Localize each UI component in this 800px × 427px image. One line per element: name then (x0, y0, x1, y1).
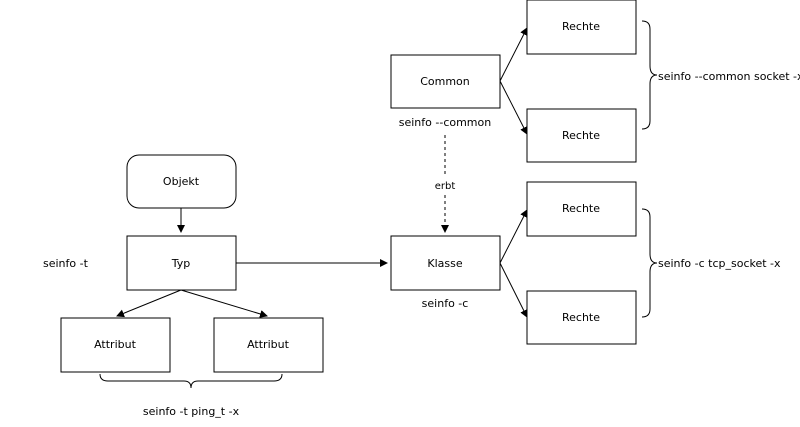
brace-attributes (99, 373, 283, 389)
node-rechte-common-top-label: Rechte (562, 20, 600, 33)
node-rechte-klasse-bottom-label: Rechte (562, 311, 600, 324)
node-attribut-left-label: Attribut (94, 338, 136, 351)
label-seinfo-t: seinfo -t (43, 257, 89, 270)
label-seinfo-common-socket: seinfo --common socket -x (658, 70, 800, 83)
node-rechte-common-bottom-label: Rechte (562, 129, 600, 142)
node-rechte-klasse-top: Rechte (526, 181, 637, 237)
node-common-label: Common (420, 75, 470, 88)
edge-typ-attribut-left (116, 289, 182, 318)
edge-common-rechte-bottom (499, 80, 528, 135)
node-attribut-left: Attribut (60, 317, 171, 373)
node-attribut-right-label: Attribut (247, 338, 289, 351)
label-seinfo-common: seinfo --common (399, 116, 492, 129)
node-objekt: Objekt (126, 154, 237, 209)
node-rechte-common-bottom: Rechte (526, 108, 637, 163)
node-klasse-label: Klasse (427, 257, 462, 270)
brace-common-rechte (641, 20, 658, 130)
node-typ-label: Typ (171, 257, 191, 270)
node-attribut-right: Attribut (213, 317, 324, 373)
node-rechte-common-top: Rechte (526, 0, 637, 55)
label-seinfo-c: seinfo -c (422, 297, 469, 310)
node-typ: Typ (126, 235, 237, 291)
node-rechte-klasse-top-label: Rechte (562, 202, 600, 215)
label-seinfo-c-tcp: seinfo -c tcp_socket -x (658, 257, 781, 270)
node-klasse: Klasse (390, 235, 501, 291)
node-objekt-label: Objekt (163, 175, 200, 188)
edge-common-rechte-top (499, 27, 528, 82)
edges (116, 27, 528, 318)
label-erbt-background (428, 177, 462, 193)
edge-typ-attribut-right (180, 289, 268, 318)
edge-klasse-rechte-top (499, 209, 528, 264)
edge-klasse-rechte-bottom (499, 262, 528, 318)
label-erbt: erbt (435, 181, 456, 192)
brace-klasse-rechte (641, 208, 658, 318)
node-rechte-klasse-bottom: Rechte (526, 290, 637, 345)
node-common: Common (390, 54, 501, 109)
label-seinfo-t-ping: seinfo -t ping_t -x (143, 405, 240, 418)
